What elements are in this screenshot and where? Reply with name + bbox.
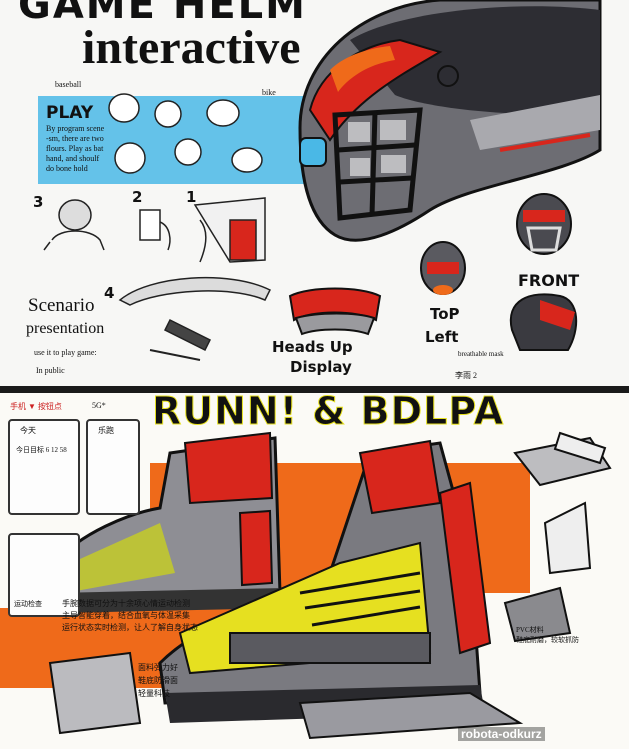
helmet-sketch-drawing xyxy=(38,0,602,361)
left-label: Left xyxy=(425,328,459,346)
phone-status: 手机 ▼ 按钮点 xyxy=(10,402,62,411)
title-line1: GAME HELM xyxy=(18,0,307,28)
front-label: FRONT xyxy=(518,271,580,290)
material-note: 鞋底防滑面 xyxy=(138,676,178,685)
scenario-line1: Scenario xyxy=(28,295,95,316)
step-4-number: 4 xyxy=(104,284,115,302)
shoe-sketch-drawing xyxy=(0,431,612,740)
play-text-line: flours. Play as bat xyxy=(46,144,104,153)
hud-visor-sketch xyxy=(288,287,382,336)
helmet-sketch-sheet: GAME HELM interactive baseball bike PLAY… xyxy=(0,0,629,386)
shoe-title: RUNN! & BDLPA xyxy=(151,393,505,434)
hud-line2: Display xyxy=(290,358,352,376)
pvc-note: PVC材料 鞋底耐磨，较软抓防 xyxy=(516,625,579,645)
material-note: 轻量科技 xyxy=(138,689,170,698)
step-1-number: 1 xyxy=(186,188,197,206)
front-view-helmet xyxy=(516,193,572,255)
helmet-thumbnails xyxy=(108,93,263,174)
material-notes: 面料弹力好 鞋底防滑面 轻量科技 xyxy=(138,661,178,700)
phone-mockup-c: 运动检查 xyxy=(8,533,80,617)
material-note: 面料弹力好 xyxy=(138,663,178,672)
title-line2: interactive xyxy=(82,21,301,74)
play-text-line: -sm, there are two xyxy=(46,134,104,143)
play-heading: PLAY xyxy=(46,103,94,123)
top-view-helmet xyxy=(420,241,466,295)
phone-caption: 运动检查 xyxy=(14,600,42,608)
pvc-note-line: PVC材料 xyxy=(516,626,544,634)
pvc-note-line: 鞋底耐磨，较软抓防 xyxy=(516,636,579,644)
shoe-sketch-sheet: 今天 今日目标 6 12 58 乐跑 运动检查 手机 ▼ 按钮点 5G* RUN… xyxy=(0,393,629,749)
in-public-text: In public xyxy=(36,366,65,375)
phone-status-b: 5G* xyxy=(92,401,106,410)
label-baseball: baseball xyxy=(55,80,82,89)
play-text-line: do bone hold xyxy=(46,164,88,173)
scenario-line2: presentation xyxy=(26,320,105,337)
watermark: robota-odkurz xyxy=(458,727,545,741)
description-block: 手腕数据可分为十余项心情运动检测 主导智能穿着，结合血氧与体温采集 运行状态实时… xyxy=(62,598,198,634)
step-2-number: 2 xyxy=(132,188,143,206)
breathable-note: breathable mask xyxy=(458,350,504,358)
description-line: 主导智能穿着，结合血氧与体温采集 xyxy=(62,611,190,620)
phone-label-a: 今天 xyxy=(20,426,36,435)
use-text: use it to play game: xyxy=(34,348,97,357)
phone-mockup-a: 今天 今日目标 6 12 58 xyxy=(8,419,80,515)
phone-text-a: 今日目标 6 12 58 xyxy=(16,446,67,454)
description-line: 手腕数据可分为十余项心情运动检测 xyxy=(62,599,190,608)
play-text-line: By program scene xyxy=(46,124,105,133)
phone-label-b: 乐跑 xyxy=(98,426,114,435)
main-helmet xyxy=(298,0,602,242)
label-bike: bike xyxy=(262,88,276,97)
signature: 李雨 2 xyxy=(455,371,477,380)
side-view-helmet xyxy=(509,293,578,351)
phone-mockup-b: 乐跑 xyxy=(86,419,140,515)
play-text-block: By program scene -sm, there are two flou… xyxy=(46,124,104,174)
description-line: 运行状态实时检测，让人了解自身状态 xyxy=(62,623,198,632)
play-text-line: hand, and shoulf xyxy=(46,154,100,163)
step-sketches xyxy=(43,197,272,361)
right-shoe xyxy=(158,439,492,723)
sole-detail-parts xyxy=(503,431,612,643)
top-label: ToP xyxy=(430,305,460,323)
lower-detail-parts xyxy=(48,651,524,740)
step-3-number: 3 xyxy=(33,193,44,211)
hud-line1: Heads Up xyxy=(272,338,353,356)
left-shoe xyxy=(53,431,290,613)
